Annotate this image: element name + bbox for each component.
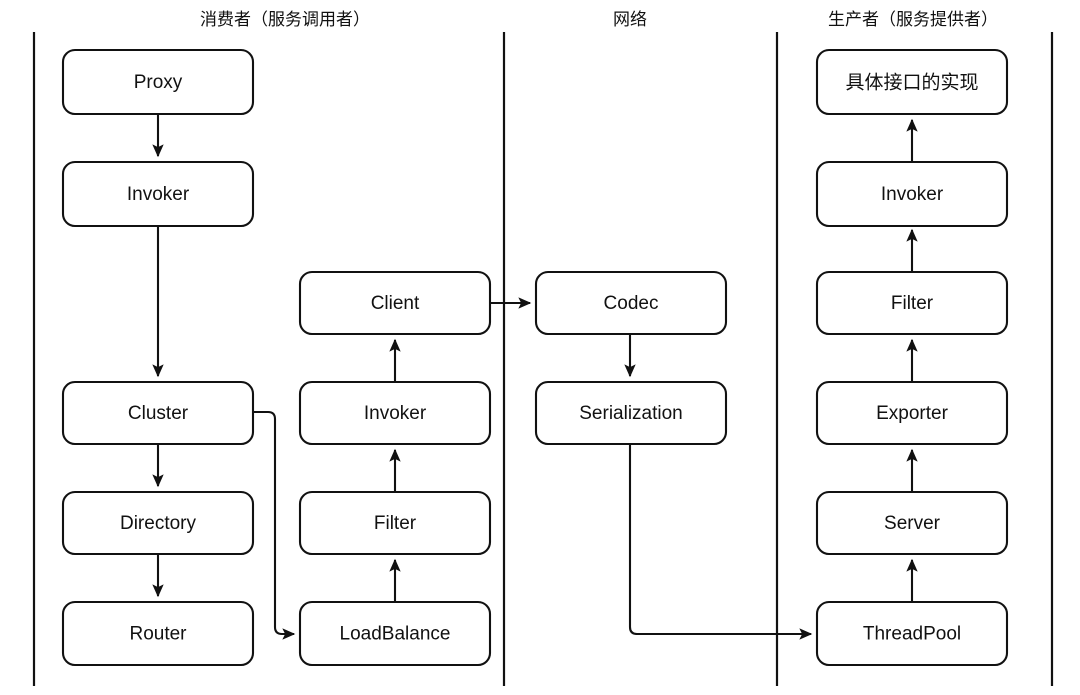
node-box-client[interactable] [298, 270, 492, 336]
node-box-proxy[interactable] [61, 48, 255, 116]
lane-title-group: 消费者（服务调用者） 网络 生产者（服务提供者） [200, 10, 998, 30]
node-box-server[interactable] [815, 490, 1009, 556]
node-label-codec: Codec [604, 293, 659, 314]
node-box-router[interactable] [61, 600, 255, 667]
node-cluster[interactable]: Cluster [61, 380, 255, 446]
node-consumer-invoker-2[interactable]: Invoker [298, 380, 492, 446]
lane-divider-group [32, 32, 1054, 686]
node-label-serialization: Serialization [579, 403, 683, 424]
node-label-loadbalance: LoadBalance [340, 624, 451, 645]
node-box-provider-invoker[interactable] [815, 160, 1009, 228]
node-label-router: Router [129, 624, 187, 645]
node-box-impl[interactable] [815, 48, 1009, 116]
node-label-consumer-invoker: Invoker [127, 184, 190, 205]
node-box-consumer-invoker[interactable] [61, 160, 255, 228]
node-box-loadbalance[interactable] [298, 600, 492, 667]
node-box-consumer-invoker-2[interactable] [298, 380, 492, 446]
node-consumer-filter[interactable]: Filter [298, 490, 492, 556]
node-label-cluster: Cluster [128, 403, 189, 424]
node-consumer-invoker[interactable]: Invoker [61, 160, 255, 228]
node-label-proxy: Proxy [134, 72, 183, 93]
node-label-exporter: Exporter [876, 403, 948, 424]
node-box-threadpool[interactable] [815, 600, 1009, 667]
node-router[interactable]: Router [61, 600, 255, 667]
node-box-cluster[interactable] [61, 380, 255, 446]
connector-group [152, 114, 918, 640]
node-server[interactable]: Server [815, 490, 1009, 556]
node-box-codec[interactable] [534, 270, 728, 336]
node-label-provider-filter: Filter [891, 293, 934, 314]
node-proxy[interactable]: Proxy [61, 48, 255, 116]
node-threadpool[interactable]: ThreadPool [815, 600, 1009, 667]
node-label-threadpool: ThreadPool [863, 624, 961, 645]
node-box-exporter[interactable] [815, 380, 1009, 446]
node-group: ProxyInvokerClusterDirectoryRouterClient… [61, 48, 1009, 667]
node-label-server: Server [884, 513, 941, 534]
node-box-directory[interactable] [61, 490, 255, 556]
node-label-provider-invoker: Invoker [881, 184, 944, 205]
node-label-consumer-invoker-2: Invoker [364, 403, 427, 424]
node-codec[interactable]: Codec [534, 270, 728, 336]
node-provider-filter[interactable]: Filter [815, 270, 1009, 336]
node-label-client: Client [371, 293, 420, 314]
node-box-consumer-filter[interactable] [298, 490, 492, 556]
lane-title-provider: 生产者（服务提供者） [828, 10, 998, 30]
edge-serialization-threadpool [628, 444, 813, 640]
lane-title-consumer: 消费者（服务调用者） [200, 10, 370, 30]
node-box-provider-filter[interactable] [815, 270, 1009, 336]
node-label-impl: 具体接口的实现 [845, 72, 978, 94]
node-serialization[interactable]: Serialization [534, 380, 728, 446]
lane-title-network: 网络 [613, 10, 647, 30]
node-exporter[interactable]: Exporter [815, 380, 1009, 446]
edge-cluster-loadbalance [253, 410, 296, 640]
node-provider-invoker[interactable]: Invoker [815, 160, 1009, 228]
node-label-directory: Directory [120, 513, 197, 534]
node-impl[interactable]: 具体接口的实现 [815, 48, 1009, 116]
node-box-serialization[interactable] [534, 380, 728, 446]
node-client[interactable]: Client [298, 270, 492, 336]
node-label-consumer-filter: Filter [374, 513, 417, 534]
node-directory[interactable]: Directory [61, 490, 255, 556]
node-loadbalance[interactable]: LoadBalance [298, 600, 492, 667]
